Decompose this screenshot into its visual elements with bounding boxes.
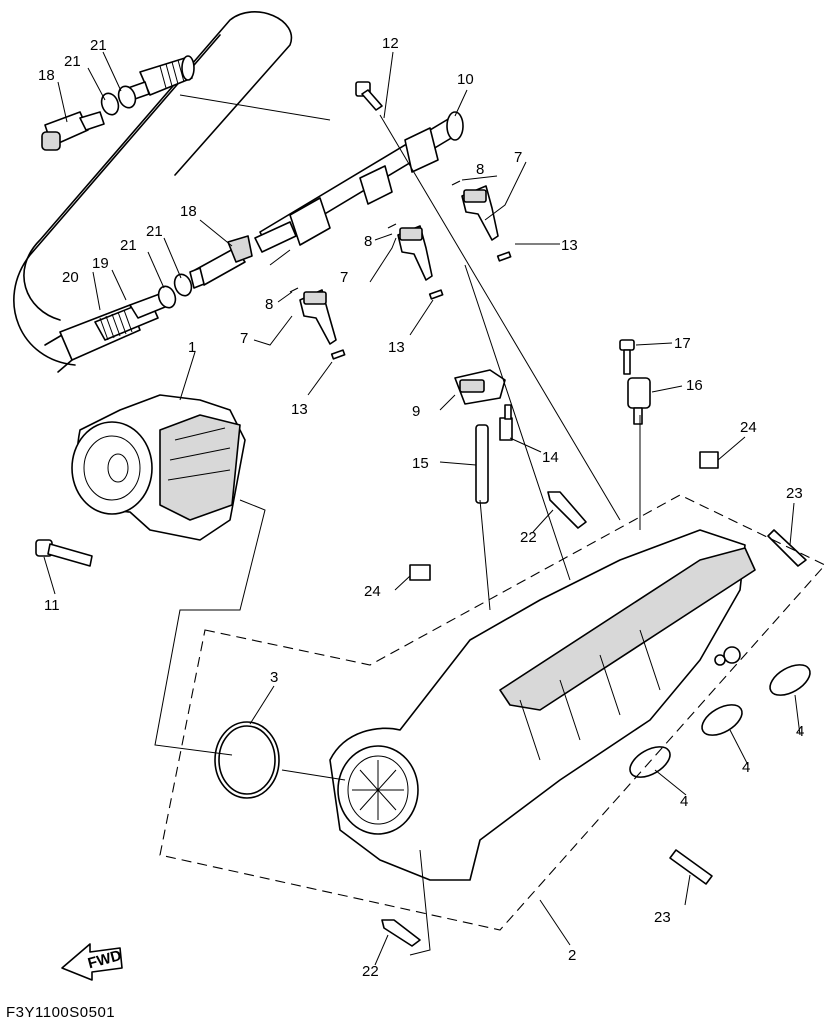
callout-24-b: 24 <box>364 583 381 600</box>
sensor-16 <box>627 377 651 425</box>
callout-18-a: 18 <box>38 67 55 84</box>
callout-12: 12 <box>382 35 399 52</box>
bolt-17 <box>619 339 635 375</box>
callout-21-a: 21 <box>64 53 81 70</box>
callout-20: 20 <box>62 269 79 286</box>
callout-1: 1 <box>188 339 196 356</box>
callout-22-b: 22 <box>362 963 379 980</box>
intake-manifold <box>329 529 756 881</box>
callout-9: 9 <box>412 403 420 420</box>
callout-labels: 1 2 3 4 4 4 7 7 7 8 8 8 9 10 11 12 13 13… <box>38 35 804 980</box>
callout-21-d: 21 <box>146 223 163 240</box>
callout-4-b: 4 <box>742 759 750 776</box>
callout-23-a: 23 <box>786 485 803 502</box>
callout-17: 17 <box>674 335 691 352</box>
fuel-hose-assembly <box>13 11 293 373</box>
callout-7-c: 7 <box>240 330 248 347</box>
pipe-15 <box>475 424 489 504</box>
reference-lines <box>154 94 826 956</box>
manifold-gasket-group <box>629 664 811 778</box>
callout-3: 3 <box>270 669 278 686</box>
callout-15: 15 <box>412 455 429 472</box>
leader-lines <box>43 51 801 966</box>
fuel-injector-group <box>299 185 499 345</box>
callout-2: 2 <box>568 947 576 964</box>
hose-clamp-group <box>100 85 193 309</box>
bolt-12 <box>355 81 383 111</box>
gasket-3 <box>214 721 280 799</box>
throttle-body <box>71 394 246 541</box>
callout-21-b: 21 <box>90 37 107 54</box>
quick-connector-lower <box>189 235 253 289</box>
callout-13-c: 13 <box>291 401 308 418</box>
bolt-11 <box>35 539 93 567</box>
callout-13-a: 13 <box>561 237 578 254</box>
callout-14: 14 <box>542 449 559 466</box>
fuel-rail <box>254 111 464 253</box>
bolt-22-group <box>381 491 587 947</box>
nut-group <box>409 451 719 581</box>
hose-clamp-21-upper-b <box>117 85 137 109</box>
callout-8-a: 8 <box>476 161 484 178</box>
callout-4-a: 4 <box>680 793 688 810</box>
callout-16: 16 <box>686 377 703 394</box>
callout-4-c: 4 <box>796 723 804 740</box>
callout-24-a: 24 <box>740 419 757 436</box>
callout-19: 19 <box>92 255 109 272</box>
callout-23-b: 23 <box>654 909 671 926</box>
fwd-arrow-icon: FWD <box>61 943 124 981</box>
callout-11: 11 <box>44 597 60 614</box>
sensor-9 <box>454 369 506 405</box>
callout-21-c: 21 <box>120 237 137 254</box>
hose-clamp-21-upper-a <box>100 92 120 116</box>
injector-seal-group <box>289 180 512 360</box>
callout-22-a: 22 <box>520 529 537 546</box>
callout-13-b: 13 <box>388 339 405 356</box>
callout-8-c: 8 <box>265 296 273 313</box>
quick-connector-upper <box>41 111 105 151</box>
stud-bolt-group <box>669 529 807 885</box>
drawing-code: F3Y1100S0501 <box>6 1004 116 1021</box>
callout-7-b: 7 <box>340 269 348 286</box>
callout-10: 10 <box>457 71 474 88</box>
callout-7-a: 7 <box>514 149 522 166</box>
callout-8-b: 8 <box>364 233 372 250</box>
fitting-14 <box>499 404 513 441</box>
callout-18-b: 18 <box>180 203 197 220</box>
